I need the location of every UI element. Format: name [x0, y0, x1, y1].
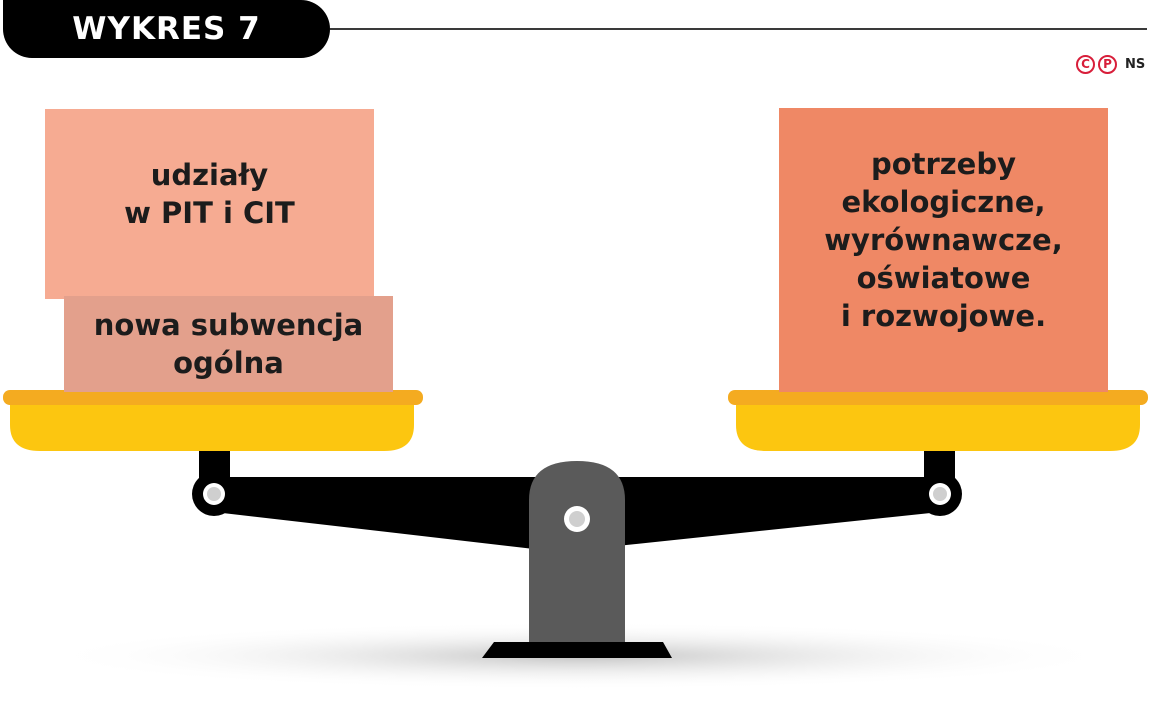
box-needs-label: potrzeby ekologiczne, wyrównawcze, oświa…: [824, 146, 1063, 333]
scale-pillar: [529, 461, 625, 642]
chart-title-badge: WYKRES 7: [3, 0, 330, 58]
copyright-p-icon: P: [1098, 54, 1117, 74]
left-pan-rim: [3, 390, 423, 405]
left-pan: [10, 402, 414, 451]
box-new-subvention: nowa subwencja ogólna: [64, 296, 393, 392]
box-new-subvention-label: nowa subwencja ogólna: [93, 308, 364, 380]
credit-text: NS: [1125, 56, 1146, 72]
box-pit-cit-shares: udziały w PIT i CIT: [45, 109, 374, 299]
right-pan: [736, 402, 1140, 451]
chart-title: WYKRES 7: [72, 11, 261, 47]
header-rule: [330, 28, 1147, 30]
box-needs: potrzeby ekologiczne, wyrównawcze, oświa…: [779, 108, 1108, 392]
copyright-c-icon: C: [1076, 54, 1095, 74]
credit: C P NS: [1076, 52, 1145, 76]
right-pan-rim: [728, 390, 1148, 405]
box-pit-cit-label: udziały w PIT i CIT: [124, 158, 295, 230]
scale-base: [482, 642, 672, 658]
